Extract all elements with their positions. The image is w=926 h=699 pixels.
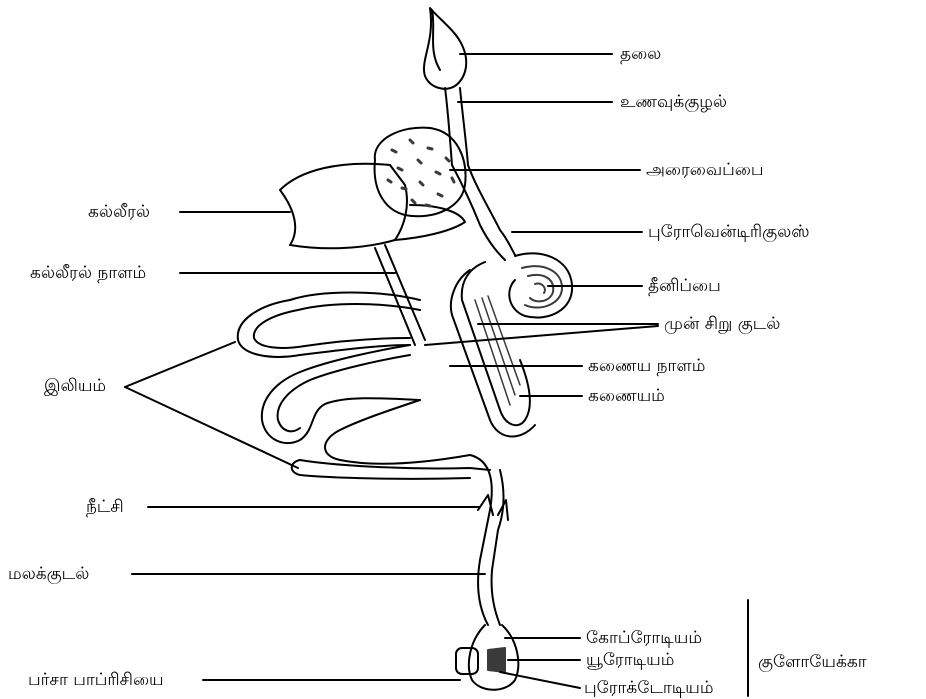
coprodeum-label: கோப்ரோடியம் xyxy=(586,628,702,648)
cloaca-label: குளோயேக்கா xyxy=(758,652,867,672)
pancreas-label: கணையம் xyxy=(588,386,665,406)
duodenum-label: முன் சிறு குடல் xyxy=(664,314,780,334)
gizzard-shape xyxy=(375,128,466,217)
gizzard-label: அரைவைப்பை xyxy=(646,160,764,180)
cloaca-shape xyxy=(456,625,518,690)
head-label: தலை xyxy=(620,44,661,64)
liver-label: கல்லீரல் xyxy=(88,202,150,222)
ileum-coils xyxy=(238,293,490,479)
duodenum-loop xyxy=(451,262,535,436)
proventriculus-label: புரோவென்டிரிகுலஸ் xyxy=(648,222,810,242)
liver-shape xyxy=(280,164,465,249)
caecum-label: நீட்சி xyxy=(86,497,124,517)
pancreatic-duct-label: கணைய நாளம் xyxy=(588,356,705,376)
bile-duct-label: கல்லீரல் நாளம் xyxy=(30,263,146,283)
urodeum-label: யூரோடியம் xyxy=(586,650,674,670)
proctodeum-label: புரோக்டோடியம் xyxy=(584,678,714,698)
rectum-tube xyxy=(470,455,508,625)
crop-label: தீனிப்பை xyxy=(648,276,721,296)
head-shape xyxy=(424,8,466,89)
rectum-label: மலக்குடல் xyxy=(8,564,89,584)
bursa-label: பர்சா பாப்ரிசியை xyxy=(28,670,164,690)
oesophagus xyxy=(445,88,515,260)
gullet-label: உணவுக்குழல் xyxy=(620,92,727,112)
ileum-label: இலியம் xyxy=(44,376,106,396)
